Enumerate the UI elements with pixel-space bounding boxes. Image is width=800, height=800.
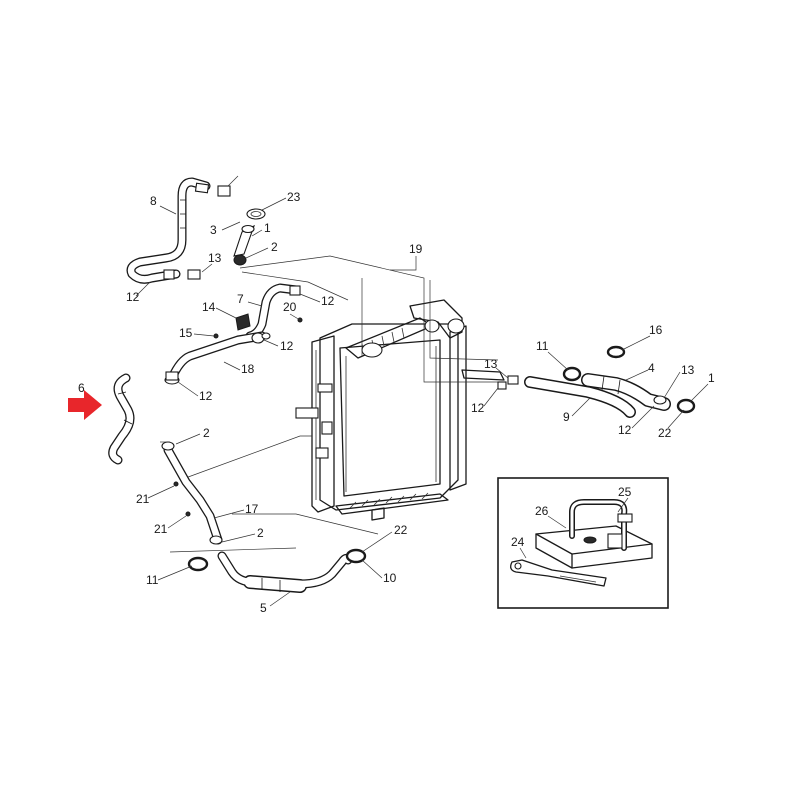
callout-12-b: 12 — [321, 294, 335, 308]
callout-21-b: 21 — [154, 522, 168, 536]
clamp-13-right[interactable] — [653, 395, 667, 405]
clip-12-a[interactable] — [165, 371, 179, 381]
clamp-11-bottom[interactable] — [187, 556, 209, 572]
callout-12-e: 12 — [471, 401, 485, 415]
callout-1-right: 1 — [708, 371, 715, 385]
callout-20: 20 — [283, 300, 297, 314]
callout-6: 6 — [78, 381, 85, 395]
screw-21-lower[interactable] — [185, 511, 191, 517]
radiator-assembly[interactable] — [295, 299, 505, 521]
clamp-22-right[interactable] — [676, 398, 696, 414]
callout-3: 3 — [210, 223, 217, 237]
clip-12-b[interactable] — [261, 332, 271, 340]
callout-15: 15 — [179, 326, 193, 340]
screw-15[interactable] — [213, 333, 219, 339]
callout-9: 9 — [563, 410, 570, 424]
callout-22-low: 22 — [394, 523, 408, 537]
callout-21-a: 21 — [136, 492, 150, 506]
callout-10: 10 — [383, 571, 397, 585]
callout-12-f: 12 — [618, 423, 632, 437]
connector-13-mid[interactable] — [497, 375, 519, 390]
callout-11-right: 11 — [536, 339, 549, 353]
hose-9[interactable] — [524, 376, 636, 418]
seal-ring-23[interactable] — [246, 208, 266, 220]
hose-6[interactable] — [108, 373, 135, 465]
hose-4[interactable] — [581, 373, 671, 411]
callout-19: 19 — [409, 242, 423, 256]
callout-25: 25 — [618, 485, 632, 499]
callout-5: 5 — [260, 601, 267, 615]
callout-12-a: 12 — [126, 290, 140, 304]
callout-8: 8 — [150, 194, 157, 208]
cap-14[interactable] — [235, 313, 251, 331]
callout-1-top: 1 — [264, 221, 271, 235]
callout-11-low: 11 — [146, 573, 159, 587]
reference-lines — [160, 255, 502, 553]
highlight-arrow-icon — [68, 390, 102, 420]
callout-13-mid: 13 — [484, 357, 498, 371]
hose-5[interactable] — [217, 551, 353, 593]
callout-labels: 8 23 3 1 2 13 12 7 12 14 20 15 12 18 6 1… — [78, 190, 715, 615]
callout-leaders — [135, 197, 709, 607]
ring-16[interactable] — [606, 345, 626, 359]
fitting-top[interactable] — [217, 175, 239, 197]
clamp-11-right[interactable] — [562, 366, 582, 382]
callout-23: 23 — [287, 190, 301, 204]
callout-14: 14 — [202, 300, 216, 314]
inset-detail — [497, 477, 669, 609]
callout-24: 24 — [511, 535, 525, 549]
connector-13-top[interactable] — [163, 269, 201, 280]
callout-4: 4 — [648, 361, 655, 375]
callout-7: 7 — [237, 292, 244, 306]
callout-16: 16 — [649, 323, 663, 337]
callout-2-mid: 2 — [203, 426, 210, 440]
valve-2-top[interactable] — [233, 254, 247, 266]
pipe-17[interactable] — [161, 441, 223, 545]
callout-12-c: 12 — [280, 339, 294, 353]
callout-13-right: 13 — [681, 363, 695, 377]
callout-2-low: 2 — [257, 526, 264, 540]
callout-12-d: 12 — [199, 389, 213, 403]
plug-1-top[interactable] — [233, 224, 255, 257]
hose-8[interactable] — [126, 177, 211, 284]
callout-26: 26 — [535, 504, 549, 518]
callout-2-top: 2 — [271, 240, 278, 254]
callout-13-top: 13 — [208, 251, 222, 265]
screw-21-upper[interactable] — [173, 481, 179, 487]
pipe-18[interactable] — [164, 331, 267, 385]
callout-18: 18 — [241, 362, 255, 376]
callout-17: 17 — [245, 502, 259, 516]
callout-22-right: 22 — [658, 426, 672, 440]
clamp-10[interactable] — [345, 548, 367, 564]
